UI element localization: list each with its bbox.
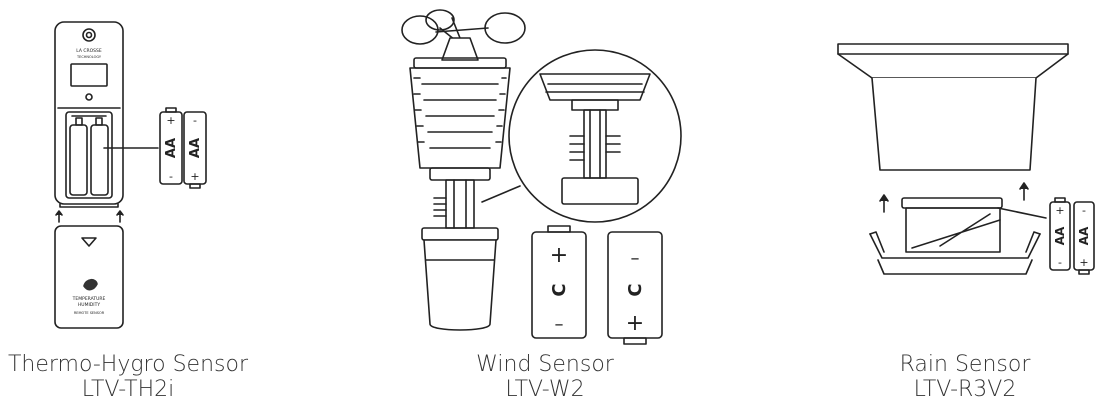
- sensor-name: Thermo-Hygro Sensor: [0, 352, 256, 377]
- svg-text:+: +: [166, 114, 175, 127]
- svg-text:+: +: [190, 170, 199, 183]
- brand-label-2: TECHNOLOGY: [76, 55, 102, 59]
- rain-sensor: + AA - - AA +: [838, 44, 1094, 274]
- wind-caption: Wind Sensor LTV-W2: [440, 352, 650, 402]
- arrow-up-icon: [117, 211, 123, 222]
- svg-text:AA: AA: [1077, 226, 1091, 245]
- battery-aa-icon: + AA -: [160, 108, 182, 184]
- rain-caption: Rain Sensor LTV-R3V2: [860, 352, 1070, 402]
- svg-text:-: -: [193, 114, 197, 127]
- battery-aa-icon: - AA +: [1074, 202, 1094, 274]
- zoom-detail: [509, 50, 681, 222]
- battery-c-icon: – C +: [608, 232, 662, 344]
- svg-text:C: C: [625, 283, 646, 296]
- cover-label-2: HUMIDITY: [78, 302, 100, 308]
- svg-text:AA: AA: [164, 138, 179, 158]
- sensor-display: [71, 64, 107, 86]
- battery-c-icon: + C –: [532, 226, 586, 338]
- svg-text:–: –: [555, 314, 564, 335]
- svg-text:+: +: [1055, 204, 1064, 217]
- svg-text:+: +: [626, 311, 644, 336]
- wind-sensor: + C – – C +: [402, 10, 681, 344]
- svg-text:AA: AA: [188, 138, 203, 158]
- cover-label-1: TEMPERATURE: [72, 296, 106, 302]
- svg-text:+: +: [550, 243, 568, 268]
- sensor-model: LTV-W2: [440, 377, 650, 402]
- arrow-up-icon: [56, 211, 62, 222]
- arrow-up-icon: [880, 195, 888, 212]
- svg-text:-: -: [1082, 204, 1086, 217]
- svg-text:+: +: [1079, 256, 1088, 269]
- sensor-model: LTV-R3V2: [860, 377, 1070, 402]
- brand-label-1: LA CROSSE: [76, 48, 102, 54]
- light-sensor-icon: [83, 29, 95, 41]
- sensor-name: Wind Sensor: [440, 352, 650, 377]
- svg-text:-: -: [169, 170, 173, 183]
- svg-text:C: C: [549, 283, 570, 296]
- arrow-up-icon: [1020, 183, 1028, 200]
- svg-text:-: -: [1058, 256, 1062, 269]
- thermo-hygro-sensor: LA CROSSE TECHNOLOGY TEMPERATURE HUMIDIT…: [55, 22, 206, 328]
- sensor-name: Rain Sensor: [860, 352, 1070, 377]
- cover-label-3: REMOTE SENSOR: [74, 311, 105, 315]
- svg-text:AA: AA: [1053, 226, 1067, 245]
- thermo-hygro-caption: Thermo-Hygro Sensor LTV-TH2i: [0, 352, 256, 402]
- sensor-model: LTV-TH2i: [0, 377, 256, 402]
- svg-text:–: –: [631, 248, 640, 269]
- battery-aa-icon: - AA +: [184, 112, 206, 188]
- battery-aa-icon: + AA -: [1050, 198, 1070, 270]
- leaf-logo-icon: [84, 280, 97, 290]
